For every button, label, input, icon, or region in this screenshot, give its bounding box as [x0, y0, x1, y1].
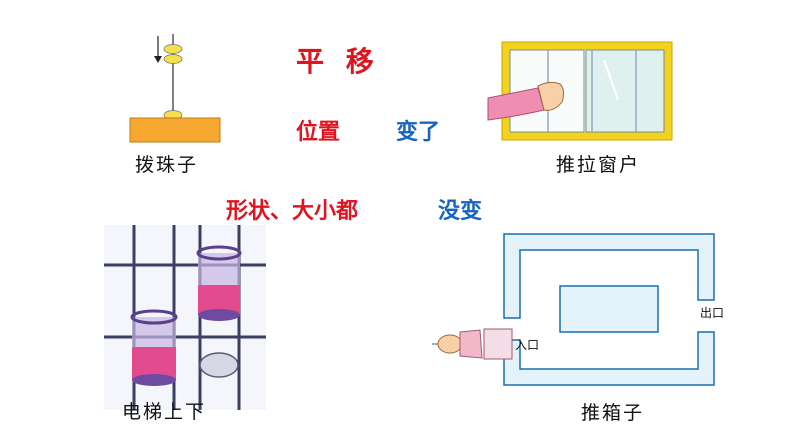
box [559, 285, 659, 333]
down-arrow-icon [154, 36, 162, 63]
elevator-illustration [104, 225, 266, 410]
caption-beads: 拨珠子 [135, 154, 199, 176]
caption-elevator: 电梯上下 [122, 401, 207, 423]
phrase-position: 位置 [296, 120, 341, 145]
label-entrance: 入口 [515, 338, 540, 352]
caption-window: 推拉窗户 [556, 154, 641, 176]
bead [163, 44, 183, 54]
bead-illustration [129, 34, 221, 143]
phrase-shape-size: 形状、大小都 [226, 199, 359, 224]
phrase-changed: 变了 [396, 120, 441, 145]
hand-icon [487, 81, 565, 121]
box-maze-illustration [432, 233, 715, 386]
phrase-unchanged: 没变 [438, 199, 483, 224]
window-illustration [487, 41, 673, 141]
person-icon [432, 329, 483, 359]
caption-box: 推箱子 [581, 402, 645, 424]
pushed-box [483, 328, 513, 360]
title: 平 移 [296, 45, 380, 78]
label-exit: 出口 [700, 306, 725, 320]
abacus-base [129, 117, 221, 143]
bead [163, 54, 183, 64]
